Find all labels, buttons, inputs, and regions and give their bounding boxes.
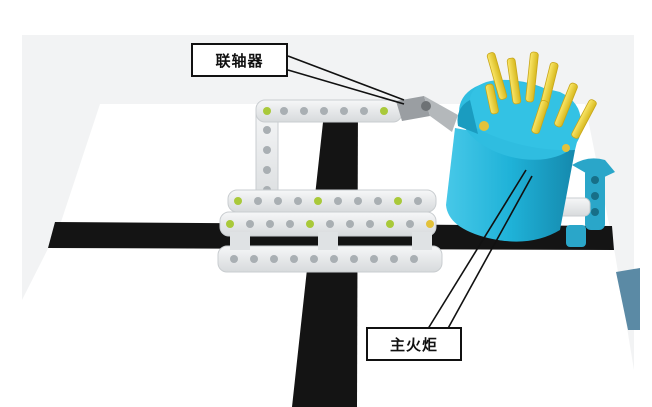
- torch-callout-label: 主火炬: [366, 327, 462, 361]
- torch-bracket: [529, 158, 615, 247]
- torch-part: [446, 51, 597, 242]
- coupler-callout-label: 联轴器: [191, 43, 288, 77]
- base-beams: [217, 189, 443, 273]
- callout-leaders: [287, 55, 533, 333]
- coupler-part: [396, 96, 458, 132]
